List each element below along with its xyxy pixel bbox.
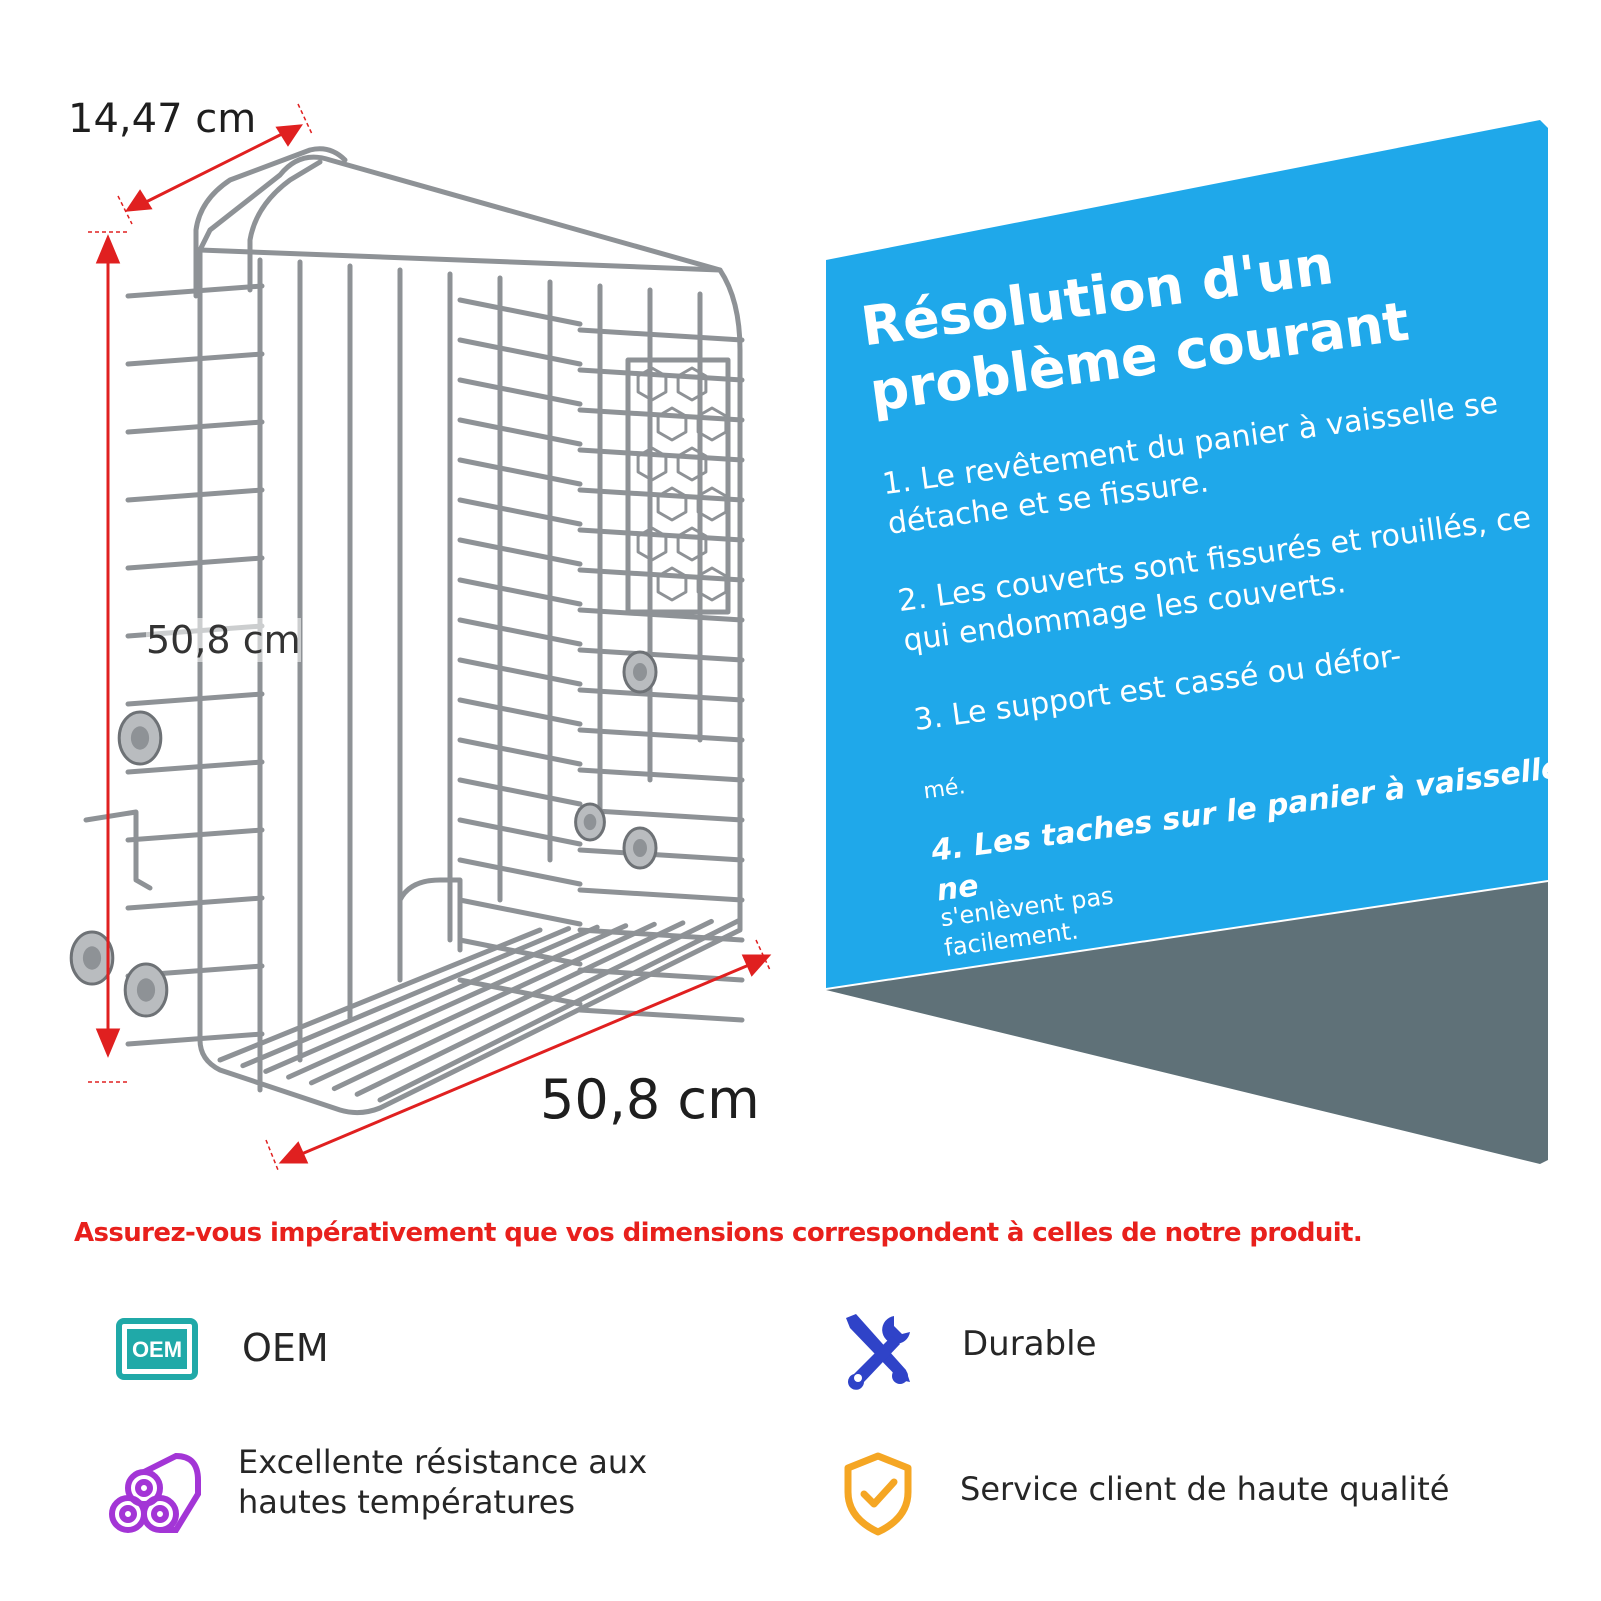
dimension-warning: Assurez-vous impérativement que vos dime… xyxy=(74,1218,1363,1248)
feature-service-label: Service client de haute qualité xyxy=(960,1470,1450,1508)
panel-title: Résolution d'un problème courant xyxy=(857,233,1413,424)
feature-oem-label: OEM xyxy=(242,1326,329,1370)
feature-heat-label: Excellente résistance aux hautes tempéra… xyxy=(238,1443,648,1521)
height-dimension-label: 50,8 cm xyxy=(146,618,301,662)
width-dimension-label: 50,8 cm xyxy=(540,1068,760,1131)
svg-text:OEM: OEM xyxy=(132,1337,182,1362)
feature-durable-label: Durable xyxy=(962,1324,1097,1364)
shield-check-icon xyxy=(842,1452,914,1540)
depth-dimension-label: 14,47 cm xyxy=(68,96,257,142)
wrench-screwdriver-icon xyxy=(836,1310,916,1394)
heat-resistance-icon xyxy=(106,1448,206,1542)
info-panel: Résolution d'un problème courant 1. Le r… xyxy=(842,87,1601,973)
oem-badge-icon: OEM xyxy=(116,1318,198,1384)
dimension-arrows xyxy=(95,124,772,1164)
